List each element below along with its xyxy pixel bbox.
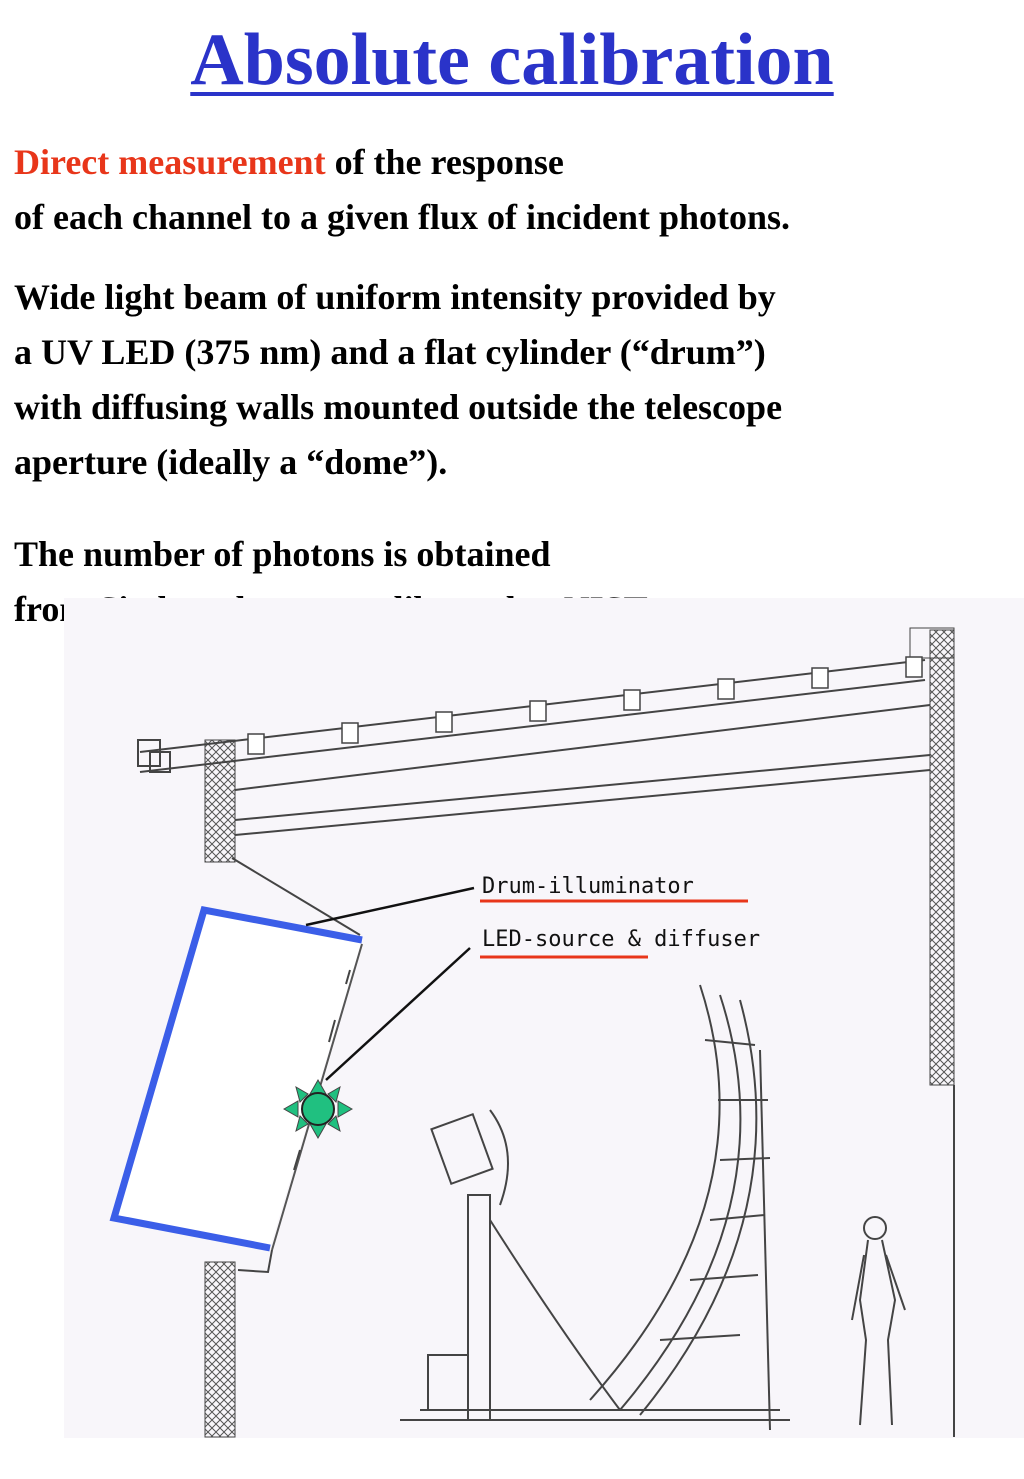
roof-brackets: [247, 656, 923, 755]
left-wall-upper: [204, 739, 236, 863]
label-led-source: LED-source & diffuser: [482, 927, 760, 952]
intro-line1: of the response: [325, 142, 564, 182]
beam-line1: Wide light beam of uniform intensity pro…: [14, 277, 776, 317]
page-title: Absolute calibration: [190, 19, 834, 101]
credit-scribble: [160, 1426, 163, 1435]
camera-support: [400, 1109, 790, 1421]
intro-paragraph: Direct measurement of the response of ea…: [14, 135, 790, 245]
left-wall-lower: [204, 1261, 236, 1438]
photon-line1: The number of photons is obtained: [14, 534, 551, 574]
beam-paragraph: Wide light beam of uniform intensity pro…: [14, 270, 782, 490]
led-source-icon: [282, 1078, 354, 1140]
highlight-text: Direct measurement: [14, 142, 326, 182]
person-figure: [851, 1216, 906, 1426]
label-drum-illuminator: Drum-illuminator: [482, 874, 694, 899]
mirror-dish: [589, 984, 771, 1431]
beam-line3: with diffusing walls mounted outside the…: [14, 387, 783, 427]
beam-line4: aperture (ideally a “dome”).: [14, 442, 448, 482]
beam-line2: a UV LED (375 nm) and a flat cylinder (“…: [14, 332, 766, 372]
telescope-diagram: Drum-illuminator LED-source & diffuser: [64, 598, 1024, 1438]
intro-line2: of each channel to a given flux of incid…: [14, 197, 791, 237]
drum-outline: [109, 905, 363, 1252]
drum-illuminator: [114, 910, 362, 1248]
right-wall: [929, 629, 955, 1086]
